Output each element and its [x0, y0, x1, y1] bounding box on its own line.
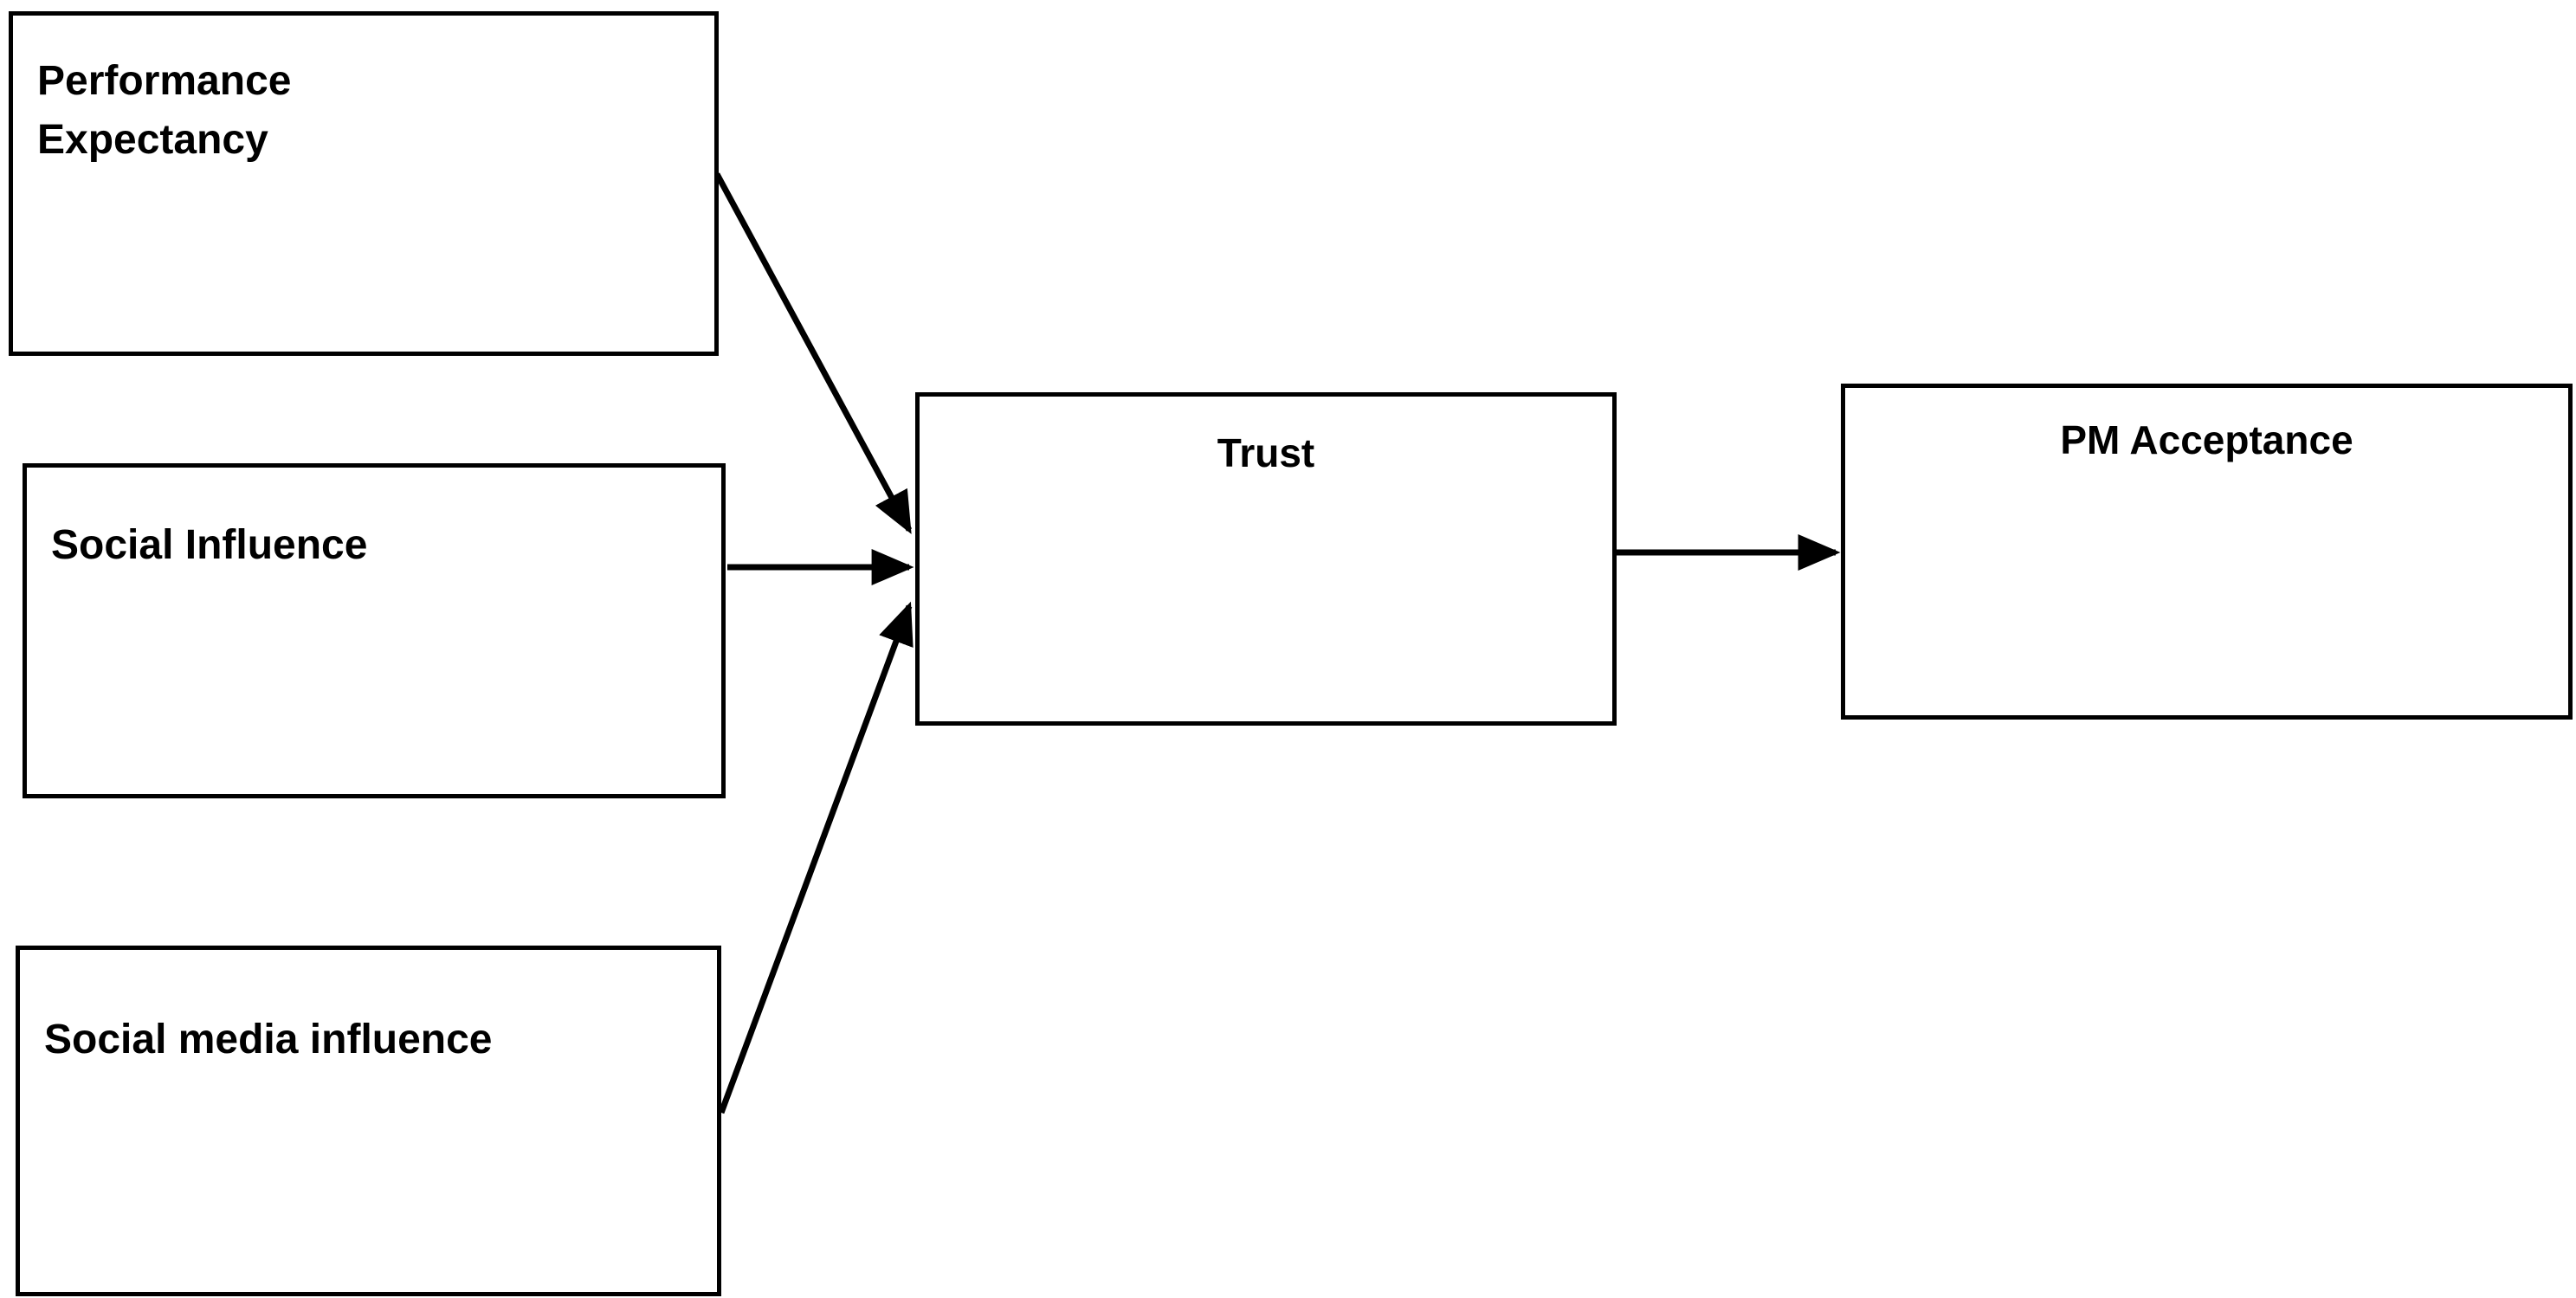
node-social-influence[interactable]: Social Influence: [23, 463, 726, 798]
edge-performance-expectancy-to-trust: [713, 172, 913, 534]
node-label-performance-expectancy: Performance Expectancy: [37, 58, 292, 164]
node-pm-acceptance[interactable]: PM Acceptance: [1841, 384, 2573, 720]
edge-social-media-influence-to-trust: [718, 601, 914, 1114]
node-label-pm-acceptance: PM Acceptance: [2060, 417, 2353, 462]
node-performance-expectancy[interactable]: Performance Expectancy: [9, 11, 719, 356]
node-label-social-media-influence: Social media influence: [44, 1017, 493, 1062]
node-social-media-influence[interactable]: Social media influence: [16, 946, 721, 1296]
node-label-trust: Trust: [1217, 430, 1315, 475]
node-trust[interactable]: Trust: [915, 392, 1617, 726]
node-label-social-influence: Social Influence: [51, 522, 368, 568]
